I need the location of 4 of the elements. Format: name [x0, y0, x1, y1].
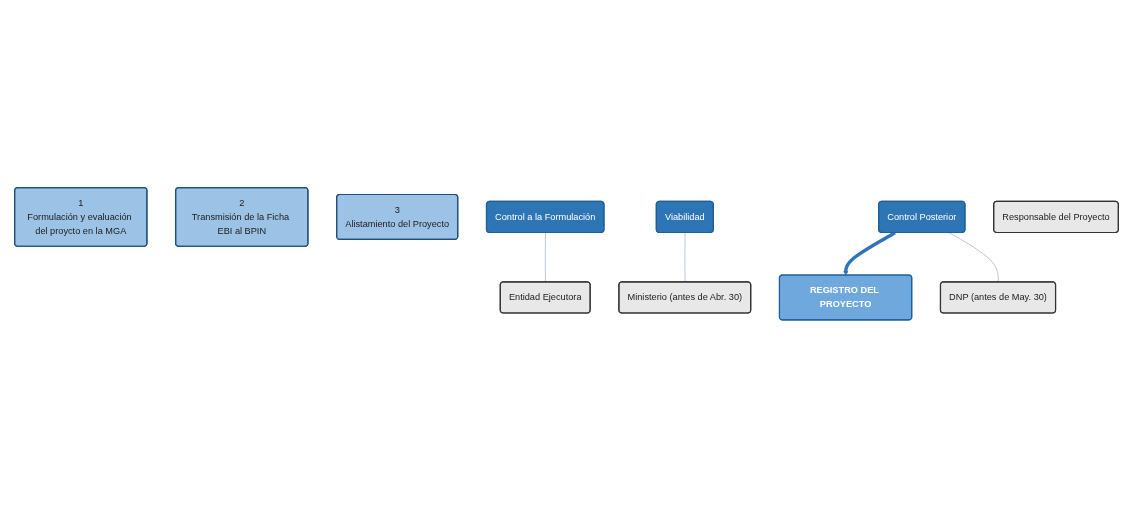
- connector: [684, 232, 686, 283]
- connector: [545, 232, 546, 283]
- connector: [948, 232, 999, 283]
- arrow: [843, 231, 896, 276]
